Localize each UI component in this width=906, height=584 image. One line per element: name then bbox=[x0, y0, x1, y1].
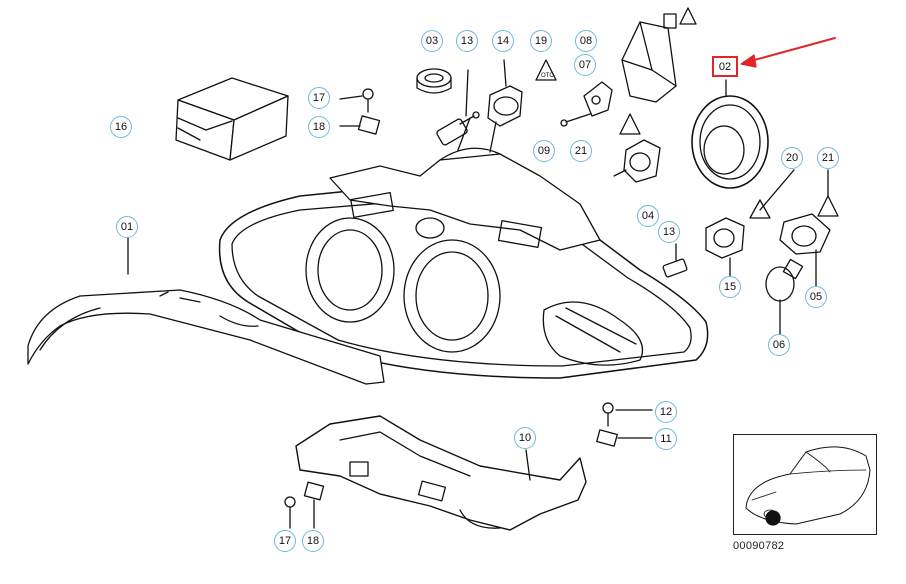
callout-08[interactable]: 08 bbox=[575, 30, 597, 52]
callout-14[interactable]: 14 bbox=[492, 30, 514, 52]
part-07-bracket bbox=[583, 81, 613, 117]
callout-17-bottom[interactable]: 17 bbox=[274, 530, 296, 552]
part-06-bulb bbox=[765, 258, 804, 335]
callout-07[interactable]: 07 bbox=[574, 54, 596, 76]
callout-18-bottom[interactable]: 18 bbox=[302, 530, 324, 552]
part-20-socket bbox=[705, 169, 795, 259]
part-05-socket bbox=[779, 213, 831, 287]
callout-17-top[interactable]: 17 bbox=[308, 87, 330, 109]
part-16-box bbox=[175, 77, 289, 161]
part-09-screw bbox=[560, 113, 591, 127]
callout-12[interactable]: 12 bbox=[655, 401, 677, 423]
part-04-socket bbox=[613, 139, 661, 183]
part-12-screw bbox=[602, 402, 653, 427]
svg-text:OTC: OTC bbox=[541, 73, 554, 79]
part-02-cover-cap bbox=[691, 79, 769, 189]
callout-21-right[interactable]: 21 bbox=[817, 147, 839, 169]
part-18-nut-top bbox=[339, 115, 381, 135]
callout-02-highlighted[interactable]: 02 bbox=[712, 56, 738, 77]
part-21-warning-label-right bbox=[817, 169, 839, 217]
callout-10[interactable]: 10 bbox=[514, 427, 536, 449]
callout-13-top[interactable]: 13 bbox=[456, 30, 478, 52]
diagram-code: 00090782 bbox=[733, 540, 785, 552]
part-13-bulb-right bbox=[662, 243, 688, 278]
callout-18-top[interactable]: 18 bbox=[308, 116, 330, 138]
callout-04[interactable]: 04 bbox=[637, 205, 659, 227]
part-10-lower-bracket bbox=[295, 415, 587, 531]
callout-03[interactable]: 03 bbox=[421, 30, 443, 52]
callout-05[interactable]: 05 bbox=[805, 286, 827, 308]
callout-21-middle[interactable]: 21 bbox=[570, 140, 592, 162]
part-17-screw-top bbox=[339, 88, 374, 113]
part-13-bulb-top bbox=[436, 69, 480, 146]
callout-19[interactable]: 19 bbox=[530, 30, 552, 52]
callout-13-right[interactable]: 13 bbox=[658, 221, 680, 243]
callout-11[interactable]: 11 bbox=[655, 428, 677, 450]
part-19-warning-label: OTC bbox=[535, 59, 557, 81]
part-11-nut bbox=[596, 429, 653, 447]
headlight-housing bbox=[218, 117, 709, 379]
callout-06[interactable]: 06 bbox=[768, 334, 790, 356]
part-21-warning-label bbox=[619, 113, 641, 135]
vehicle-location-inset bbox=[733, 434, 877, 535]
part-03-ring bbox=[416, 68, 452, 94]
callout-20[interactable]: 20 bbox=[781, 147, 803, 169]
highlight-arrow bbox=[740, 37, 836, 68]
callout-15[interactable]: 15 bbox=[719, 276, 741, 298]
part-14-socket bbox=[487, 59, 523, 127]
callout-16[interactable]: 16 bbox=[110, 116, 132, 138]
callout-09[interactable]: 09 bbox=[533, 140, 555, 162]
part-08-ignition-unit bbox=[621, 7, 697, 103]
part-01-trim-strip bbox=[27, 237, 385, 385]
callout-01[interactable]: 01 bbox=[116, 216, 138, 238]
inset-car-sketch bbox=[745, 446, 871, 526]
part-17-screw-bottom bbox=[284, 496, 296, 529]
part-18-nut-bottom bbox=[303, 481, 325, 529]
